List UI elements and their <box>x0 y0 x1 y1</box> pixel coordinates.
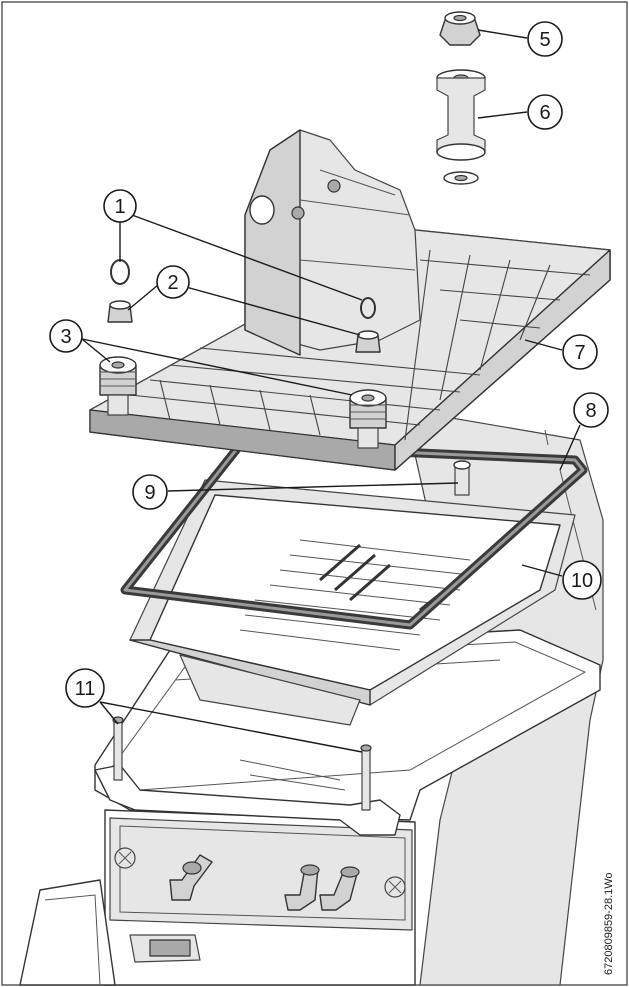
spacer-sleeve <box>436 69 486 185</box>
callout-11: 11 <box>65 668 105 708</box>
callout-1: 1 <box>103 189 137 223</box>
callout-6: 6 <box>527 94 563 130</box>
callout-8-label: 8 <box>585 400 596 422</box>
callout-1-label: 1 <box>114 196 125 218</box>
callout-11-label: 11 <box>75 678 96 700</box>
drawing-code: 6720809859-28.1Wo <box>603 872 615 975</box>
spacer-spools <box>99 356 387 449</box>
fan-housing <box>244 129 421 356</box>
callout-7: 7 <box>562 334 598 370</box>
callout-5-label: 5 <box>539 29 550 51</box>
callout-9-label: 9 <box>144 482 155 504</box>
gasket <box>120 440 588 630</box>
leader-lines <box>81 29 581 753</box>
burner-tray <box>129 479 576 726</box>
callout-9: 9 <box>132 474 168 510</box>
guide-pin-frame <box>94 716 401 836</box>
callout-2-label: 2 <box>167 272 178 294</box>
callout-5: 5 <box>527 21 563 57</box>
callout-8: 8 <box>573 392 609 428</box>
callout-7-label: 7 <box>574 342 585 364</box>
hex-nut <box>439 11 481 46</box>
callout-6-label: 6 <box>539 102 550 124</box>
callout-2: 2 <box>156 265 190 299</box>
callout-10: 10 <box>562 560 602 600</box>
callout-10-label: 10 <box>571 570 593 592</box>
burner-nozzles <box>169 854 360 911</box>
callout-3: 3 <box>49 319 83 353</box>
locating-pin <box>453 460 471 496</box>
castle-nut <box>107 300 381 353</box>
callout-3-label: 3 <box>60 326 71 348</box>
